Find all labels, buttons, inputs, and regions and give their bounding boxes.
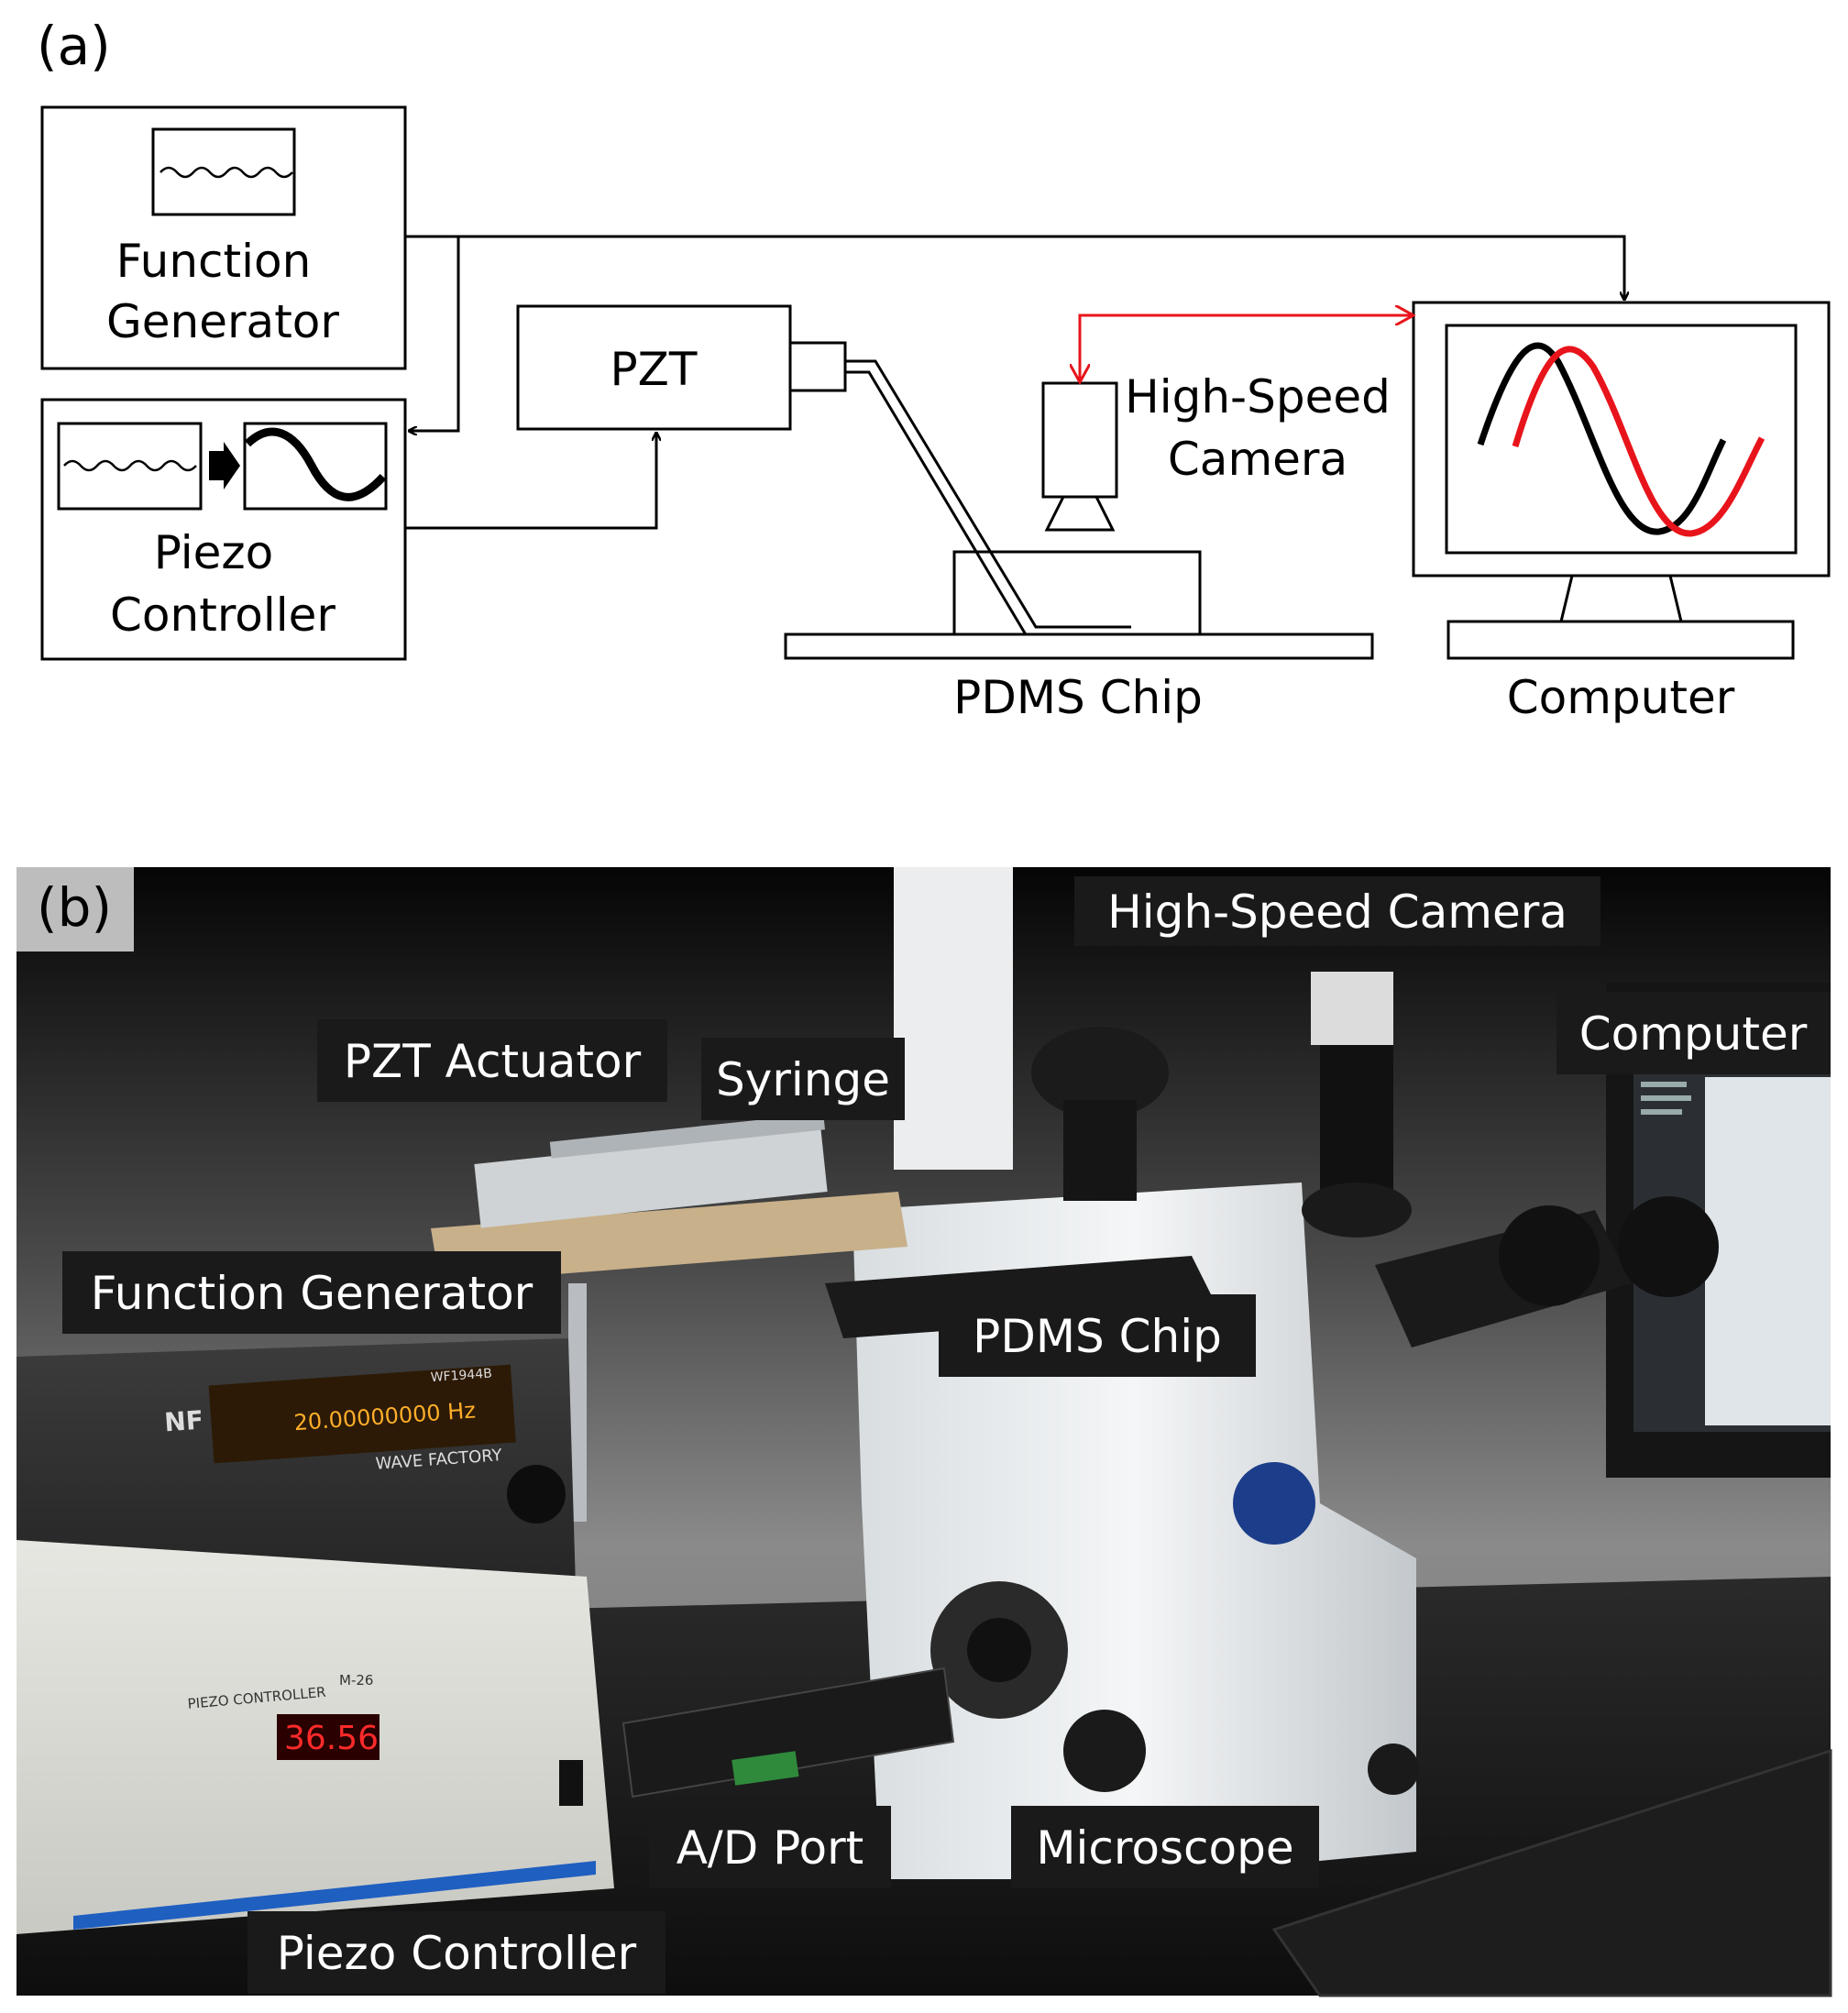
callout-function-generator: Function Generator	[62, 1251, 561, 1334]
callout-syringe: Syringe	[701, 1038, 905, 1120]
panel-b-label-plate	[16, 867, 134, 952]
computer-stand	[1559, 575, 1683, 622]
camera-block: High-Speed Camera	[1041, 370, 1391, 532]
pc-model-label: M-26	[339, 1672, 373, 1688]
fg-logo: NF	[163, 1404, 204, 1437]
pc-small-wave-icon	[63, 459, 197, 472]
callout-pdms-chip-text: PDMS Chip	[973, 1310, 1222, 1363]
pc-display-readout: 36.56	[284, 1720, 379, 1757]
pzt-needle-outer	[845, 359, 1131, 629]
piezo-controller-block: Piezo Controller	[40, 398, 407, 661]
callout-microscope-text: Microscope	[1036, 1821, 1293, 1875]
fg-to-computer-line	[405, 235, 1624, 299]
fg-label-line2: Generator	[106, 295, 339, 348]
panel-b-label: (b)	[37, 876, 112, 939]
pzt-block: PZT	[516, 304, 847, 431]
computer-block: Computer	[1412, 301, 1831, 724]
callout-ad-port: A/D Port	[649, 1806, 891, 1888]
fg-label-line1: Function	[116, 235, 312, 288]
callout-computer-text: Computer	[1579, 1007, 1808, 1061]
pdms-chip-label: PDMS Chip	[953, 671, 1203, 724]
callout-pzt-actuator-text: PZT Actuator	[344, 1035, 642, 1088]
fg-screen	[151, 127, 296, 216]
pzt-box	[516, 304, 792, 431]
fg-to-piezo-line	[410, 236, 460, 431]
callout-microscope: Microscope	[1011, 1806, 1319, 1888]
pc-label-line1: Piezo	[154, 526, 274, 579]
callout-computer: Computer	[1556, 992, 1831, 1074]
photo-keyboard	[1271, 1748, 1832, 1997]
callout-high-speed-camera-text: High-Speed Camera	[1107, 886, 1568, 939]
camera-body	[1041, 381, 1118, 499]
pzt-label: PZT	[610, 343, 698, 396]
panel-a-label: (a)	[37, 15, 111, 77]
fg-model-label: WF1944B	[430, 1366, 492, 1385]
microscope-stage	[784, 632, 1374, 660]
signal-black-wave	[1477, 342, 1727, 535]
photo-ad-port	[622, 1666, 955, 1798]
function-generator-block: Function Generator	[40, 105, 407, 370]
callout-piezo-controller: Piezo Controller	[248, 1911, 666, 1994]
piezo-to-pzt-line	[405, 434, 656, 530]
photo-piezo-controller: 36.56 PIEZO CONTROLLER M-26	[16, 1540, 614, 1934]
callout-pdms-chip: PDMS Chip	[939, 1294, 1256, 1377]
pc-label-line2: Controller	[110, 588, 336, 642]
fg-small-wave-icon	[160, 166, 293, 179]
panel-a: (a) Function Generator Piezo Controller …	[37, 15, 1831, 724]
callout-function-generator-text: Function Generator	[91, 1267, 534, 1320]
callout-syringe-text: Syringe	[716, 1053, 890, 1106]
signal-red-wave	[1512, 346, 1766, 537]
computer-label: Computer	[1507, 671, 1735, 724]
callout-high-speed-camera: High-Speed Camera	[1074, 876, 1600, 946]
callout-pzt-actuator: PZT Actuator	[317, 1019, 667, 1102]
camera-label-line1: High-Speed	[1125, 370, 1391, 424]
computer-screen	[1445, 324, 1798, 555]
camera-lens	[1044, 495, 1116, 532]
callout-piezo-controller-text: Piezo Controller	[277, 1927, 637, 1980]
callout-ad-port-text: A/D Port	[676, 1821, 864, 1875]
pdms-chip-body	[952, 550, 1202, 636]
amplify-arrow-icon	[209, 442, 240, 490]
camera-label-line2: Camera	[1168, 433, 1348, 486]
pc-large-wave-icon	[244, 427, 387, 501]
pzt-nozzle	[788, 341, 847, 392]
panel-b-photo: 20.00000000 Hz WAVE FACTORY WF1944B NF 3…	[16, 867, 1832, 1997]
computer-keyboard	[1446, 620, 1795, 660]
pdms-chip-block: PDMS Chip	[784, 550, 1374, 724]
